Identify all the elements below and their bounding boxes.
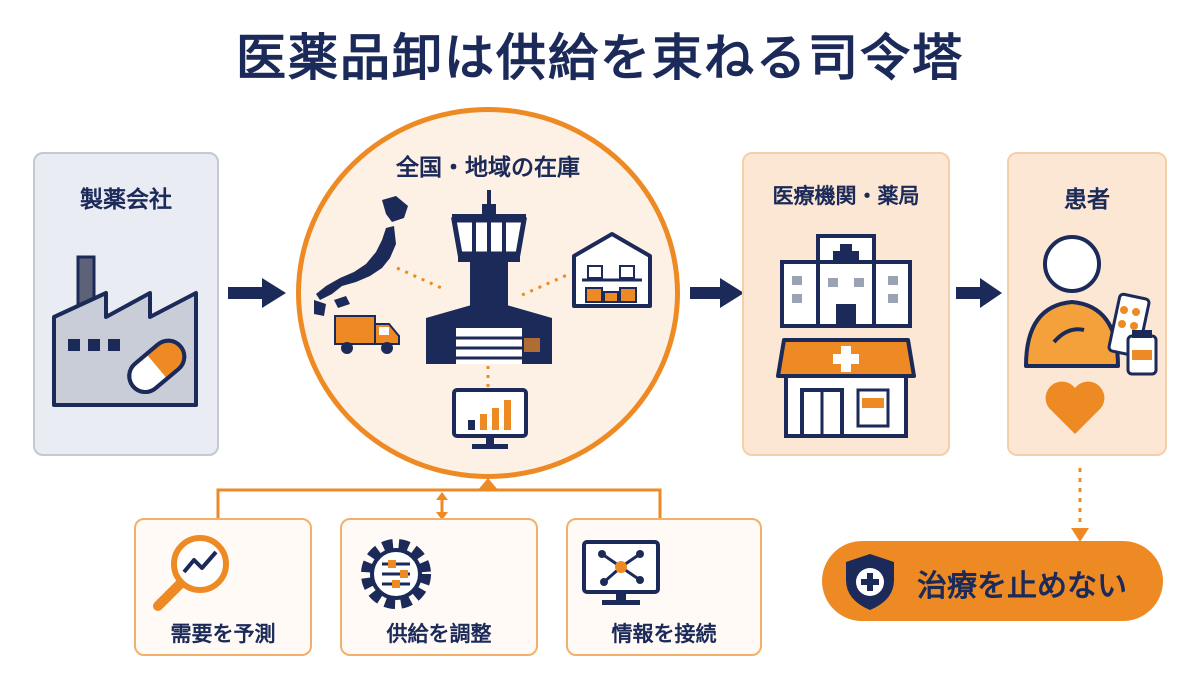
patient-label: 患者: [1064, 187, 1110, 213]
gear-sliders-icon: [361, 539, 431, 609]
manufacturer-label: 製薬会社: [80, 187, 172, 213]
page-title: 医薬品卸は供給を束ねる司令塔: [236, 29, 964, 87]
shield-plus-icon: [846, 554, 894, 610]
medical-label: 医療機関・薬局: [772, 184, 920, 208]
pharmacy-icon: [776, 338, 916, 438]
arrow-right-icon: [228, 278, 286, 308]
factory-icon: [52, 255, 198, 407]
arrow-right-icon: [956, 278, 1002, 308]
warehouse-icon: [572, 232, 652, 308]
monitor-chart-icon: [452, 388, 528, 449]
heart-icon: [1045, 381, 1105, 434]
hospital-icon: [780, 234, 912, 328]
function-label-connect: 情報を接続: [611, 622, 717, 646]
function-label-adjust: 供給を調整: [386, 622, 492, 646]
truck-icon: [334, 315, 400, 354]
control-tower-icon: [426, 190, 552, 364]
hub-label: 全国・地域の在庫: [396, 155, 580, 181]
japan-map-icon: [314, 196, 408, 316]
magnifier-chart-icon: [153, 535, 229, 611]
patient-icon: [1024, 235, 1158, 376]
arrow-right-icon: [690, 278, 744, 308]
function-card-forecast: 需要を予測: [134, 518, 312, 656]
network-monitor-icon: [582, 540, 660, 605]
outcome-label: 治療を止めない: [917, 569, 1127, 604]
function-label-forecast: 需要を予測: [170, 622, 276, 646]
function-card-adjust: 供給を調整: [340, 518, 538, 656]
